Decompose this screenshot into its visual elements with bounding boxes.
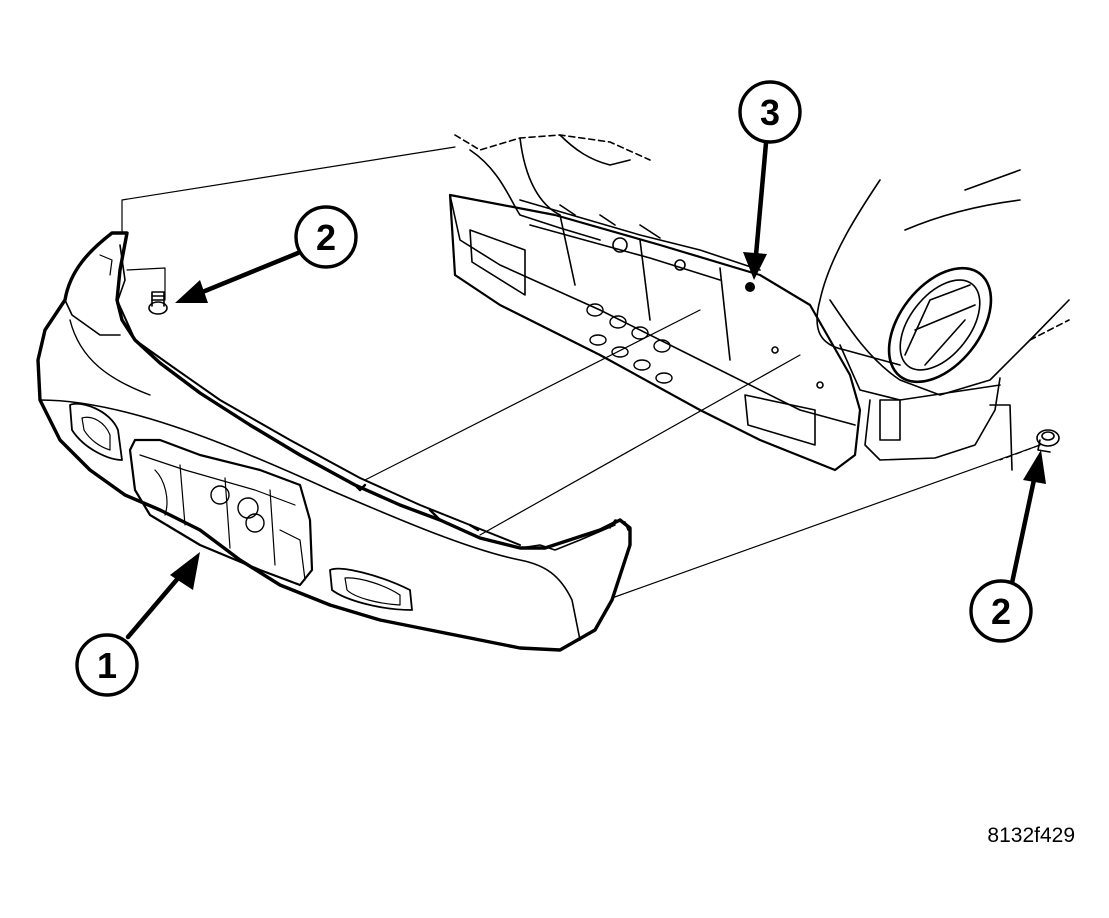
alignment-lines	[121, 146, 1041, 599]
leader-arrows	[125, 140, 1046, 640]
arrow-2-right	[1009, 472, 1038, 586]
arrow-1	[125, 567, 188, 640]
callout-circle-2-left	[294, 205, 358, 269]
callout-label-1: 1	[97, 645, 117, 686]
callout-circle-2-right	[969, 579, 1033, 643]
vehicle-body	[454, 134, 1070, 471]
arrow-head-3	[743, 252, 767, 280]
rear-bumper-beam	[448, 193, 862, 472]
callout-circle-3	[738, 80, 802, 144]
arrow-2-left	[197, 250, 301, 296]
retainer-clip	[745, 282, 755, 292]
arrow-head-2-right	[1023, 450, 1046, 484]
fastener-left	[148, 291, 168, 315]
bumper-fascia	[36, 231, 632, 652]
arrow-head-2-left	[175, 280, 208, 303]
callout-label-2-left: 2	[316, 217, 336, 258]
arrow-head-1	[170, 552, 200, 590]
figure-id: 8132f429	[987, 824, 1075, 847]
fastener-right	[1036, 429, 1060, 453]
callout-circle-1	[75, 633, 139, 697]
callout-label-3: 3	[760, 92, 780, 133]
callout-label-2-right: 2	[991, 591, 1011, 632]
arrow-3	[753, 140, 769, 258]
